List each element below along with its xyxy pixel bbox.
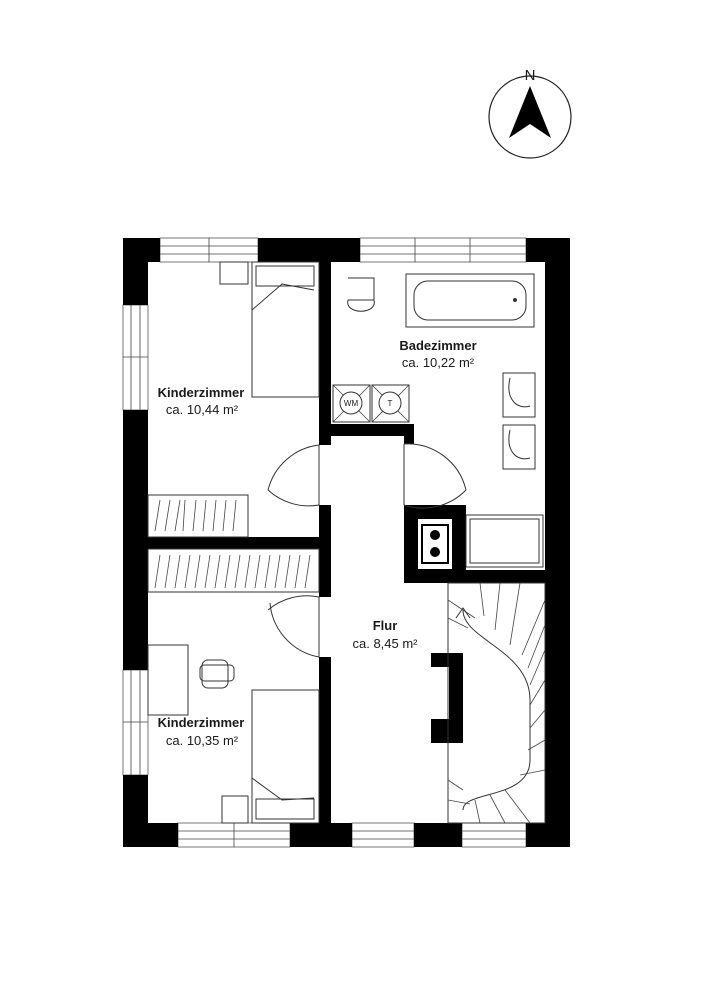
room-name-badezimmer: Badezimmer: [399, 338, 476, 353]
dryer-label: T: [388, 399, 393, 408]
door-kinderzimmer-2-icon: [267, 595, 320, 658]
room-area-kinderzimmer-2: ca. 10,35 m²: [166, 733, 239, 748]
staircase: [447, 582, 546, 824]
compass: N: [488, 67, 572, 159]
bathroom-fixtures: WM T: [332, 273, 544, 568]
room-name-flur: Flur: [373, 618, 398, 633]
shower-tray-icon: [465, 514, 544, 568]
washer-label: WM: [344, 399, 359, 408]
room-area-badezimmer: ca. 10,22 m²: [402, 355, 475, 370]
room-area-kinderzimmer-1: ca. 10,44 m²: [166, 402, 239, 417]
chair-icon: [201, 659, 229, 689]
furniture-kinderzimmer-1: [147, 261, 320, 538]
windows: [122, 237, 527, 848]
dryer-icon: [378, 391, 402, 415]
washer-icon: [339, 391, 363, 415]
bathtub-icon: [405, 273, 535, 328]
room-labels: Kinderzimmer ca. 10,44 m² Badezimmer ca.…: [158, 338, 477, 748]
walls: [123, 238, 570, 847]
sink-icon: [502, 424, 536, 470]
north-arrow-icon: [509, 86, 551, 138]
door-badezimmer-icon: [403, 443, 467, 509]
sink-icon: [502, 372, 536, 418]
doors: [267, 443, 467, 658]
compass-north-label: N: [525, 67, 536, 84]
toilet-icon: [347, 277, 375, 312]
chimney-icon: [421, 524, 449, 564]
door-kinderzimmer-1-icon: [267, 444, 320, 505]
room-name-kinderzimmer-2: Kinderzimmer: [158, 715, 245, 730]
room-name-kinderzimmer-1: Kinderzimmer: [158, 385, 245, 400]
furniture-kinderzimmer-2: [147, 548, 320, 824]
room-area-flur: ca. 8,45 m²: [352, 636, 418, 651]
